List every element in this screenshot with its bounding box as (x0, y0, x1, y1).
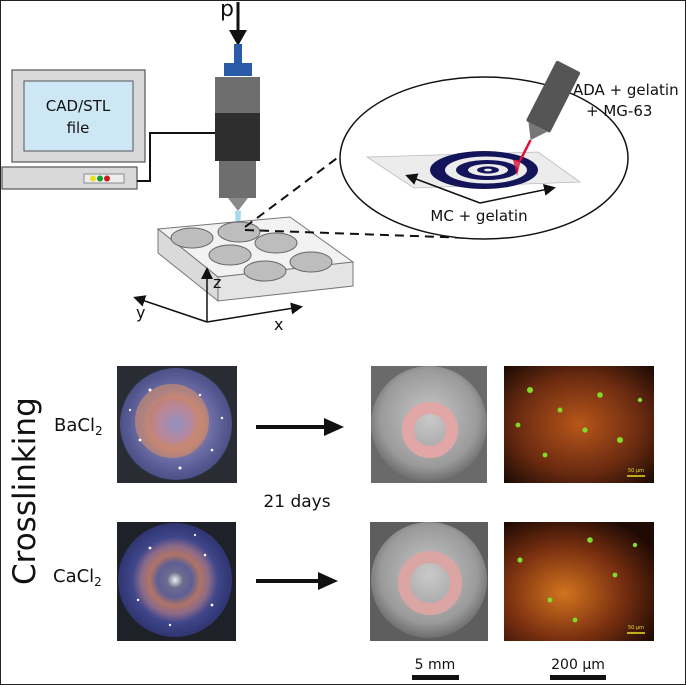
live-cell (547, 597, 553, 603)
plate-left (157, 227, 219, 303)
scalebar-micro (550, 675, 606, 680)
construct-speckle (203, 553, 207, 557)
live-cell (597, 392, 603, 398)
construct-speckle (193, 533, 197, 537)
photo-cacl2-day21 (370, 522, 488, 641)
support-arrow-right (479, 183, 556, 204)
construct-speckle (148, 388, 152, 392)
syringe-neck (528, 122, 548, 141)
well (217, 221, 261, 243)
led-green (97, 175, 103, 182)
construct-speckle (168, 623, 172, 627)
construct-speckle (148, 546, 152, 550)
crosslinking-title: Crosslinking (7, 397, 43, 585)
arrow-cacl2-head (318, 572, 338, 590)
support-arrow-left (405, 173, 481, 204)
live-cell (542, 452, 548, 458)
computer-label-line1: CAD/STL (46, 97, 111, 115)
axis-x-label: x (274, 315, 283, 334)
well (208, 244, 252, 266)
well (243, 260, 287, 282)
scalebar-micro-label: 200 µm (551, 657, 605, 673)
computer: CAD/STL file (1, 69, 146, 190)
printhead: p (215, 0, 260, 232)
bioink-syringe (519, 60, 581, 162)
scalebar-photo-label: 5 mm (415, 657, 456, 673)
micrograph-cacl2: 50 µm (504, 522, 654, 641)
monitor-screen (23, 80, 134, 152)
ink-label-line1: ADA + gelatin (573, 81, 679, 99)
micrograph-bacl2: 50 µm (504, 366, 654, 483)
inner-scalebar-label: 50 µm (628, 468, 644, 474)
needle-tip (519, 139, 532, 162)
well (170, 227, 214, 249)
nozzle-cone (228, 198, 248, 211)
computer-base (1, 166, 138, 190)
led-yellow (90, 175, 96, 182)
micrograph-background (504, 366, 654, 483)
photo-bacl2-day21 (371, 366, 487, 483)
construct-speckle (220, 416, 224, 420)
ink-label-line2: + MG-63 (586, 102, 652, 120)
live-cell (617, 437, 623, 443)
cartridge-lower (219, 161, 256, 198)
ring-construct (398, 551, 462, 615)
live-cell (517, 557, 523, 563)
duration-label: 21 days (263, 492, 330, 512)
live-cell (557, 407, 563, 413)
pressure-label: p (220, 0, 234, 22)
petri-dish (371, 366, 487, 482)
axis-y-label: y (136, 303, 145, 322)
zoom-view: MC + gelatin (339, 60, 629, 240)
spiral-center (484, 168, 492, 172)
construct-speckle (210, 603, 214, 607)
computer-label-line2: file (67, 119, 90, 137)
cable (137, 132, 218, 182)
ring-construct (402, 402, 458, 458)
construct-speckle (128, 408, 132, 412)
well-plate (156, 216, 355, 303)
syringe-barrel (526, 60, 581, 133)
cartridge-top (215, 77, 260, 113)
led-red (104, 175, 110, 182)
piston-rod (234, 44, 242, 64)
x-axis (206, 302, 303, 323)
live-cell (515, 422, 521, 428)
construct-speckle (198, 393, 202, 397)
photo-cacl2-printed (117, 522, 236, 641)
micrograph-background (504, 522, 654, 641)
construct-speckle (178, 466, 182, 470)
photo-bacl2-printed (117, 366, 237, 483)
y-axis (133, 295, 208, 323)
arrow-bacl2-head (324, 418, 344, 436)
petri-dish (371, 522, 487, 638)
pressure-arrowhead (229, 30, 247, 46)
well (289, 251, 333, 273)
construct-speckle (210, 448, 214, 452)
row2-agent: CaCl2 (53, 566, 102, 589)
construct-speckle (136, 598, 140, 602)
construct-speckle (138, 438, 142, 442)
live-cell (612, 572, 618, 578)
live-cell (587, 537, 593, 543)
axes: z x y (133, 267, 303, 334)
construct-ring (135, 384, 209, 458)
scalebar-photo (412, 675, 459, 680)
live-cell (572, 617, 578, 623)
inner-scalebar-label: 50 µm (628, 625, 644, 631)
extruded-strand (513, 160, 521, 176)
construct-disc (118, 523, 232, 637)
cartridge-band (215, 113, 260, 161)
live-cell (632, 542, 638, 548)
support-label: MC + gelatin (430, 207, 527, 225)
live-cell (637, 397, 643, 403)
axis-z-label: z (213, 273, 221, 292)
live-cell (582, 427, 588, 433)
live-cell (527, 387, 533, 393)
zoom-line-lower (244, 229, 471, 239)
well (254, 232, 298, 254)
row1-agent: BaCl2 (54, 415, 103, 438)
piston-cap (224, 63, 252, 76)
